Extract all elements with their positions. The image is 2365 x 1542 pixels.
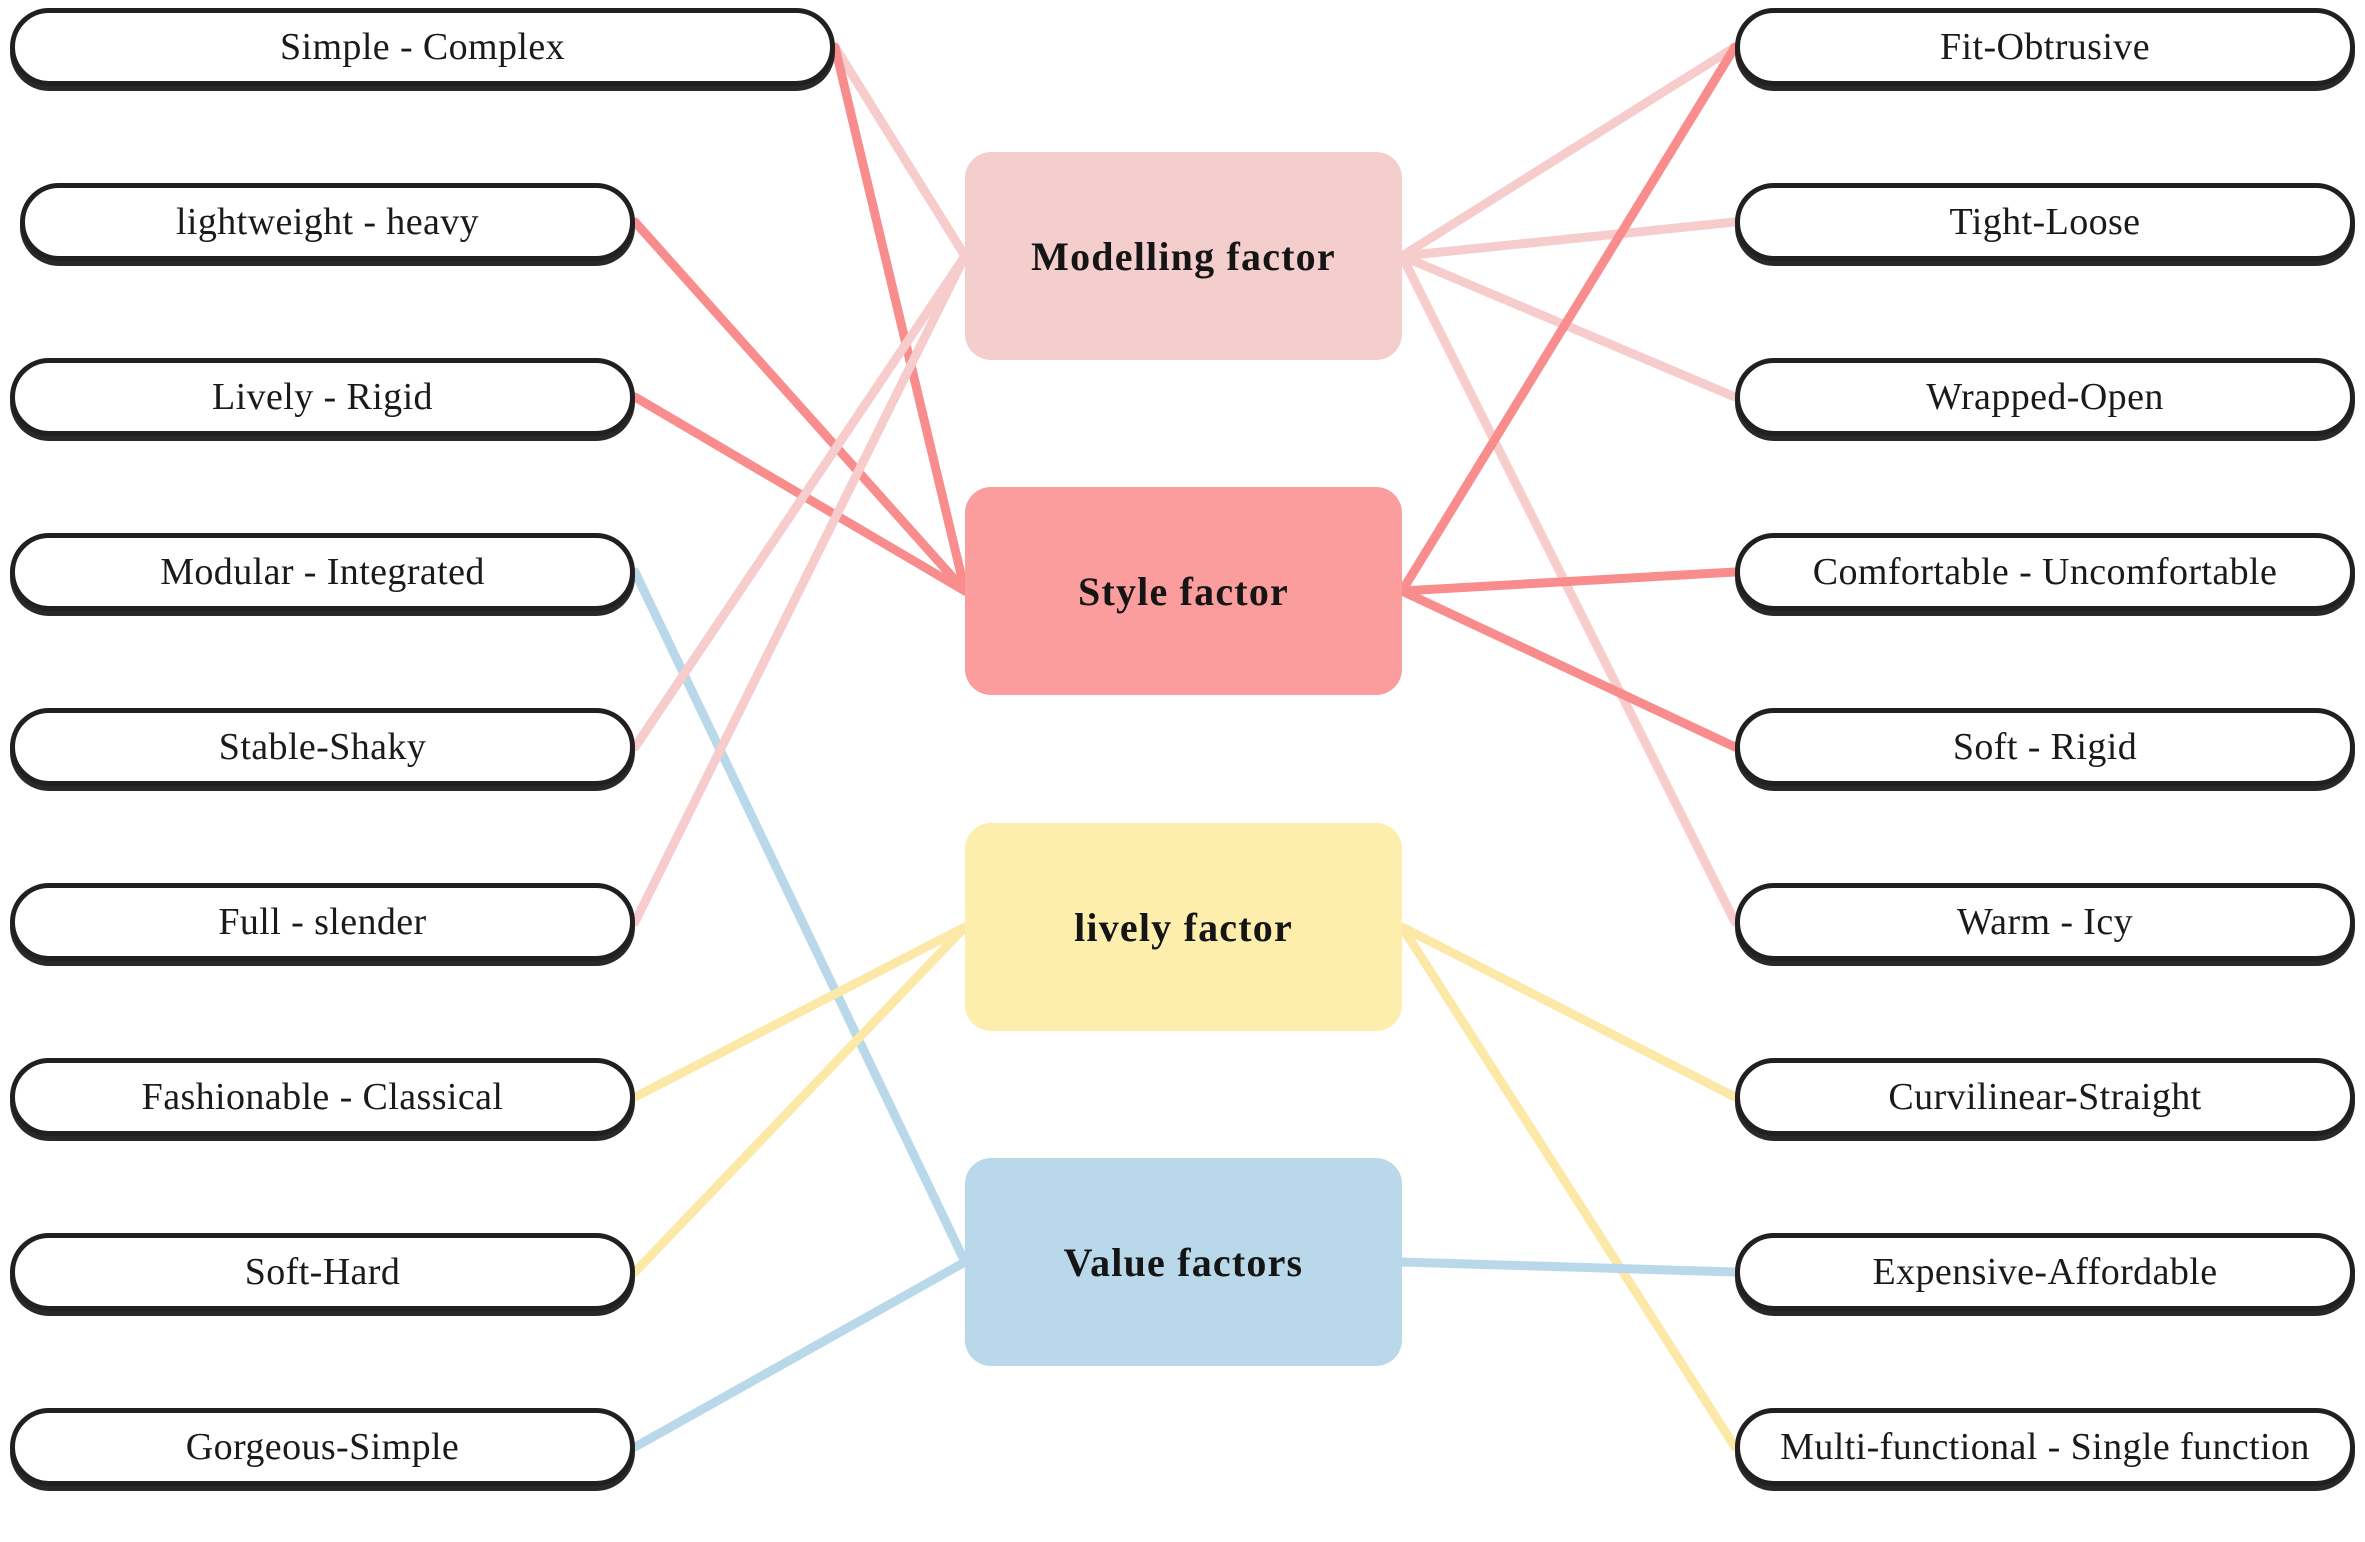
right-item-8[interactable]: Multi-functional - Single function xyxy=(1735,1408,2355,1486)
left-item-label: Fashionable - Classical xyxy=(141,1076,504,1118)
center-factor-label: lively factor xyxy=(1074,904,1293,950)
right-item-1[interactable]: Tight-Loose xyxy=(1735,183,2355,261)
left-item-7[interactable]: Soft-Hard xyxy=(10,1233,635,1311)
left-item-label: Modular - Integrated xyxy=(160,551,485,593)
connection-line xyxy=(1397,586,1740,752)
connection-line xyxy=(630,1257,970,1452)
right-item-2[interactable]: Wrapped-Open xyxy=(1735,358,2355,436)
left-item-2[interactable]: Lively - Rigid xyxy=(10,358,635,436)
right-item-label: Wrapped-Open xyxy=(1926,376,2164,418)
right-item-label: Tight-Loose xyxy=(1949,201,2141,243)
left-item-label: Soft-Hard xyxy=(244,1251,401,1293)
left-item-label: Full - slender xyxy=(218,901,427,943)
right-item-label: Expensive-Affordable xyxy=(1872,1251,2218,1293)
left-item-label: Gorgeous-Simple xyxy=(185,1426,460,1468)
right-item-5[interactable]: Warm - Icy xyxy=(1735,883,2355,961)
connection-line xyxy=(1397,922,1740,1102)
left-item-5[interactable]: Full - slender xyxy=(10,883,635,961)
center-factor-style[interactable]: Style factor xyxy=(965,487,1402,695)
right-item-label: Warm - Icy xyxy=(1956,901,2134,943)
connection-line xyxy=(830,42,970,596)
connection-line xyxy=(1397,42,1740,596)
right-item-3[interactable]: Comfortable - Uncomfortable xyxy=(1735,533,2355,611)
connection-line xyxy=(630,251,970,752)
center-factor-label: Value factors xyxy=(1063,1239,1304,1285)
left-item-3[interactable]: Modular - Integrated xyxy=(10,533,635,611)
connection-line xyxy=(1397,567,1740,596)
connection-line xyxy=(1397,42,1740,261)
center-factor-lively[interactable]: lively factor xyxy=(965,823,1402,1031)
connection-line xyxy=(630,217,970,596)
right-item-label: Comfortable - Uncomfortable xyxy=(1812,551,2278,593)
connection-line xyxy=(1397,922,1740,1452)
left-item-label: Lively - Rigid xyxy=(212,376,433,418)
left-item-0[interactable]: Simple - Complex xyxy=(10,8,835,86)
connection-line xyxy=(630,922,970,1277)
right-item-6[interactable]: Curvilinear-Straight xyxy=(1735,1058,2355,1136)
center-factor-label: Modelling factor xyxy=(1031,233,1336,279)
connection-line xyxy=(1397,217,1740,261)
left-item-label: Simple - Complex xyxy=(279,26,566,68)
right-item-label: Curvilinear-Straight xyxy=(1888,1076,2202,1118)
center-factor-label: Style factor xyxy=(1078,568,1289,614)
left-item-label: Stable-Shaky xyxy=(218,726,427,768)
center-factor-value[interactable]: Value factors xyxy=(965,1158,1402,1366)
right-item-0[interactable]: Fit-Obtrusive xyxy=(1735,8,2355,86)
right-item-label: Soft - Rigid xyxy=(1952,726,2138,768)
right-item-label: Fit-Obtrusive xyxy=(1940,26,2150,68)
left-item-1[interactable]: lightweight - heavy xyxy=(20,183,635,261)
connection-line xyxy=(630,922,970,1102)
connection-line xyxy=(1397,1257,1740,1277)
right-item-label: Multi-functional - Single function xyxy=(1780,1426,2310,1468)
right-item-4[interactable]: Soft - Rigid xyxy=(1735,708,2355,786)
center-factor-modelling[interactable]: Modelling factor xyxy=(965,152,1402,360)
connection-line xyxy=(1397,251,1740,927)
left-item-label: lightweight - heavy xyxy=(175,201,480,243)
connection-line xyxy=(830,42,970,261)
connection-line xyxy=(630,567,970,1267)
right-item-7[interactable]: Expensive-Affordable xyxy=(1735,1233,2355,1311)
connection-line xyxy=(630,251,970,927)
left-item-6[interactable]: Fashionable - Classical xyxy=(10,1058,635,1136)
left-item-8[interactable]: Gorgeous-Simple xyxy=(10,1408,635,1486)
left-item-4[interactable]: Stable-Shaky xyxy=(10,708,635,786)
